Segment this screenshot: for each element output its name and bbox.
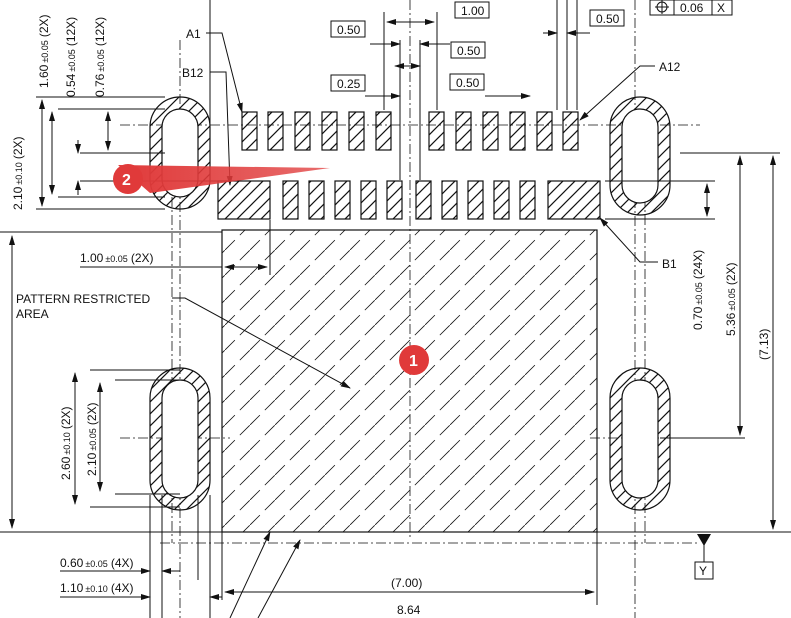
callout-1: 1	[399, 345, 429, 375]
basic-dim-1-00: 1.00	[454, 1, 490, 19]
slot-bottom-left	[149, 367, 211, 511]
dim-0-60: 0.60±0.05(4X)	[60, 556, 134, 570]
svg-text:0.50: 0.50	[596, 12, 620, 26]
dim-0-76: 0.76±0.05(12X)	[93, 17, 107, 97]
basic-dim-0-50-left: 0.50	[330, 20, 366, 38]
label-b1: B1	[662, 257, 677, 271]
dim-1-60-text: 1.60±0.05(2X)	[37, 14, 51, 88]
dim-2-10-top-text: 2.10±0.10(2X)	[11, 136, 25, 210]
dim-2-60: 2.60±0.10(2X)	[59, 406, 73, 480]
dim-0-70: 0.70±0.05(24X)	[691, 250, 705, 330]
pad-a-9	[482, 111, 499, 151]
label-pattern-restricted: PATTERN RESTRICTED	[16, 292, 151, 306]
dim-5-36: 5.36±0.05(2X)	[724, 262, 738, 336]
pad-b-2	[282, 180, 299, 220]
dim-1-00: 1.00±0.05(2X)	[80, 251, 154, 265]
label-area: AREA	[16, 307, 49, 321]
basic-dim-0-50-mid: 0.50	[450, 41, 486, 59]
dimension-lines	[9, 19, 776, 600]
pad-b-12	[547, 180, 601, 220]
pad-a-8	[455, 111, 472, 151]
pad-b-5	[360, 180, 377, 220]
svg-text:1.00: 1.00	[461, 4, 485, 18]
dim-7-13-text: (7.13)	[757, 329, 771, 360]
svg-text:1: 1	[409, 353, 418, 370]
dim-8-64: 8.64	[397, 603, 421, 617]
pad-b-3	[308, 180, 325, 220]
dim-2-10-bottom-text: 2.10±0.05(2X)	[85, 402, 99, 476]
label-a1: A1	[186, 27, 201, 41]
pattern-restricted-area	[221, 229, 598, 533]
dim-0-54: 0.54±0.05(12X)	[64, 17, 78, 97]
pad-a-1	[241, 111, 258, 151]
pad-a-6	[375, 111, 392, 151]
svg-text:0.06: 0.06	[680, 1, 704, 15]
leader-lines	[172, 32, 711, 618]
pad-b-4	[334, 180, 351, 220]
callout-2: 2	[113, 164, 330, 194]
svg-text:0.50: 0.50	[456, 76, 480, 90]
svg-text:0.25: 0.25	[337, 77, 361, 91]
datum-y: Y	[694, 561, 714, 580]
position-symbol-icon	[655, 0, 669, 14]
label-b12: B12	[182, 66, 204, 80]
marker-2[interactable]	[113, 164, 143, 194]
dim-2-60-text: 2.60±0.10(2X)	[59, 406, 73, 480]
pad-b-11	[519, 180, 536, 220]
dim-1-60: 1.60±0.05(2X)	[37, 14, 51, 88]
dim-2-10-bottom: 2.10±0.05(2X)	[85, 402, 99, 476]
svg-text:X: X	[717, 1, 725, 15]
dim-0-70-text: 0.70±0.05(24X)	[691, 250, 705, 330]
pad-b-9	[467, 180, 484, 220]
pad-b-10	[493, 180, 510, 220]
pad-b-1	[217, 180, 271, 220]
pad-a-3	[294, 111, 311, 151]
pad-b-8	[441, 180, 458, 220]
dim-7-13: (7.13)	[757, 329, 771, 360]
pad-b-7	[415, 180, 432, 220]
pad-a-11	[536, 111, 553, 151]
label-a12: A12	[659, 60, 681, 74]
pad-a-5	[348, 111, 365, 151]
pad-a-12	[562, 111, 579, 151]
slot-top-right	[609, 96, 671, 216]
pad-row-b	[217, 180, 601, 220]
svg-text:Y: Y	[699, 564, 707, 578]
dim-0-76-text: 0.76±0.05(12X)	[93, 17, 107, 97]
pad-row-a	[241, 111, 579, 151]
pad-a-4	[321, 111, 338, 151]
dim-0-54-text: 0.54±0.05(12X)	[64, 17, 78, 97]
basic-dim-0-25: 0.25	[330, 74, 366, 92]
svg-text:0.50: 0.50	[457, 44, 481, 58]
dim-5-36-text: 5.36±0.05(2X)	[724, 262, 738, 336]
pad-b-6	[386, 180, 403, 220]
basic-dim-0-50-lower: 0.50	[449, 73, 485, 91]
marker-1[interactable]	[399, 345, 429, 375]
svg-text:2: 2	[122, 172, 131, 189]
dim-7-00: (7.00)	[391, 576, 422, 590]
pad-a-2	[267, 111, 284, 151]
dim-1-10: 1.10±0.10(4X)	[60, 581, 134, 595]
dim-2-10-top: 2.10±0.10(2X)	[11, 136, 25, 210]
slot-bottom-right	[609, 367, 671, 511]
svg-text:0.50: 0.50	[337, 23, 361, 37]
pad-a-10	[509, 111, 526, 151]
pad-a-7	[428, 111, 445, 151]
basic-dim-0-50-top-right: 0.50	[589, 9, 625, 27]
feature-control-frame: 0.06 X	[649, 0, 733, 16]
